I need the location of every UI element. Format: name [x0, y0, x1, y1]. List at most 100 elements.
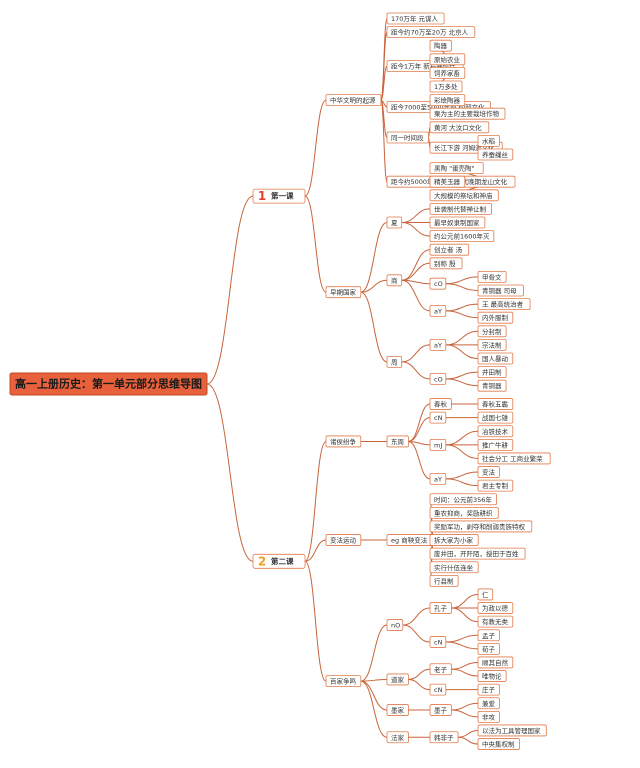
node-label: 韩非子 [434, 733, 454, 742]
node-label: 顺其自然 [482, 658, 509, 667]
node-label: 世袭制代替禅让制 [434, 204, 487, 213]
leaf-node: 陶器 [429, 39, 452, 52]
node-box [477, 697, 500, 710]
connector-line [408, 668, 431, 680]
node-label: 彩绘陶器 [434, 96, 461, 105]
node-box [429, 683, 447, 696]
node-label: 青铜器 司母 [482, 286, 517, 295]
leaf-node: 创立者 汤 [429, 243, 470, 256]
connector-line [304, 560, 327, 682]
node-box [477, 642, 500, 655]
node-box [325, 435, 362, 448]
connector-line [401, 222, 431, 237]
branch-node: 夏 [386, 216, 403, 229]
node-label: 宗法制 [482, 340, 502, 349]
node-box [429, 561, 479, 574]
node-label: 最早奴隶制国家 [434, 218, 480, 227]
node-label: cN [434, 639, 443, 647]
leaf-node: 国人暴动 [477, 352, 514, 365]
connector-line [360, 279, 388, 293]
node-label: cN [434, 686, 443, 694]
node-label: 有教无类 [482, 617, 509, 626]
connector-line [451, 709, 479, 718]
node-label: 冶铁技术 [482, 427, 509, 436]
leaf-node: 宗法制 [477, 338, 507, 351]
leaf-node: 最早奴隶制国家 [429, 216, 486, 229]
connector-line [445, 478, 479, 487]
root-node: 高一上册历史：第一单元部分思维导图 [9, 372, 208, 396]
branch-node: 东周 [386, 435, 409, 448]
node-box [429, 663, 452, 676]
connector-line [451, 668, 479, 677]
leaf-node: 有教无类 [477, 615, 514, 628]
node-box [429, 230, 495, 243]
node-box [429, 107, 506, 120]
node-label: 长江下游 河姆渡文化 [434, 143, 495, 152]
lesson-box [252, 553, 306, 569]
connector-line [401, 249, 431, 281]
node-box [477, 284, 524, 297]
node-box [477, 270, 507, 283]
connector-line [360, 678, 388, 682]
connector-line [304, 195, 327, 293]
branch-node: 周 [386, 355, 403, 368]
node-box [429, 731, 459, 744]
leaf-node: 冶铁技术 [477, 425, 514, 438]
node-label: 春秋 [434, 400, 448, 409]
lesson-label: 第一课 [271, 191, 294, 201]
branch-node: cO [429, 372, 447, 385]
leaf-node: 时间：公元前356年 [429, 493, 497, 506]
node-label: 时间：公元前356年 [434, 495, 492, 504]
leaf-node: 非攻 [477, 710, 500, 723]
node-box [429, 121, 490, 134]
connector-line [304, 99, 327, 197]
node-box [477, 398, 514, 410]
node-label: 创立者 汤 [434, 245, 463, 254]
node-box [429, 493, 497, 506]
branch-node: 百家争鸣 [325, 675, 362, 688]
leaf-node: 兼爱 [477, 697, 500, 710]
node-label: 水稻 [482, 136, 496, 145]
node-label: 荀子 [482, 644, 496, 653]
connector-line [445, 444, 479, 459]
connector-line [402, 624, 431, 643]
leaf-node: 距今约70万至20万 北京人 [386, 26, 476, 39]
connector-line [451, 702, 479, 711]
branch-node: 同一时间段 [386, 131, 429, 144]
node-label: 兼爱 [482, 699, 496, 708]
branch-node: cN [429, 636, 447, 648]
node-box [477, 148, 514, 161]
leaf-node: 拆大家为小家 [429, 534, 479, 546]
node-box [477, 452, 551, 465]
connector-line [408, 440, 431, 446]
node-box [429, 372, 447, 385]
leaf-node: 实行什伍连坐 [429, 561, 479, 574]
node-label: 原始农业 [434, 55, 461, 64]
branch-node: nO [386, 619, 404, 631]
connector-line [445, 378, 479, 387]
node-box [429, 411, 447, 424]
connector-line [380, 31, 388, 101]
branch-node: aY [429, 338, 447, 351]
node-box [386, 26, 476, 39]
node-box [429, 304, 447, 317]
node-label: 甲骨文 [482, 272, 502, 281]
node-label: cO [434, 375, 443, 383]
node-box [477, 411, 514, 424]
node-label: eg 商鞅变法 [391, 536, 428, 545]
node-box [477, 602, 514, 614]
branch-node: 法家 [386, 731, 409, 744]
node-label: 法家 [391, 733, 405, 742]
node-box [477, 710, 500, 723]
node-label: cO [434, 280, 443, 288]
node-label: 墨家 [391, 706, 405, 715]
node-box [429, 277, 447, 290]
leaf-node: 井田制 [477, 366, 507, 379]
connector-line [458, 736, 479, 745]
connector-line [451, 593, 479, 609]
branch-node: 春秋 [429, 398, 452, 410]
node-label: 百家争鸣 [330, 677, 357, 686]
leaf-node: 彩绘陶器 [429, 94, 466, 106]
branch-node: 中华文明的起源 [325, 94, 382, 106]
connector-line [445, 471, 479, 480]
